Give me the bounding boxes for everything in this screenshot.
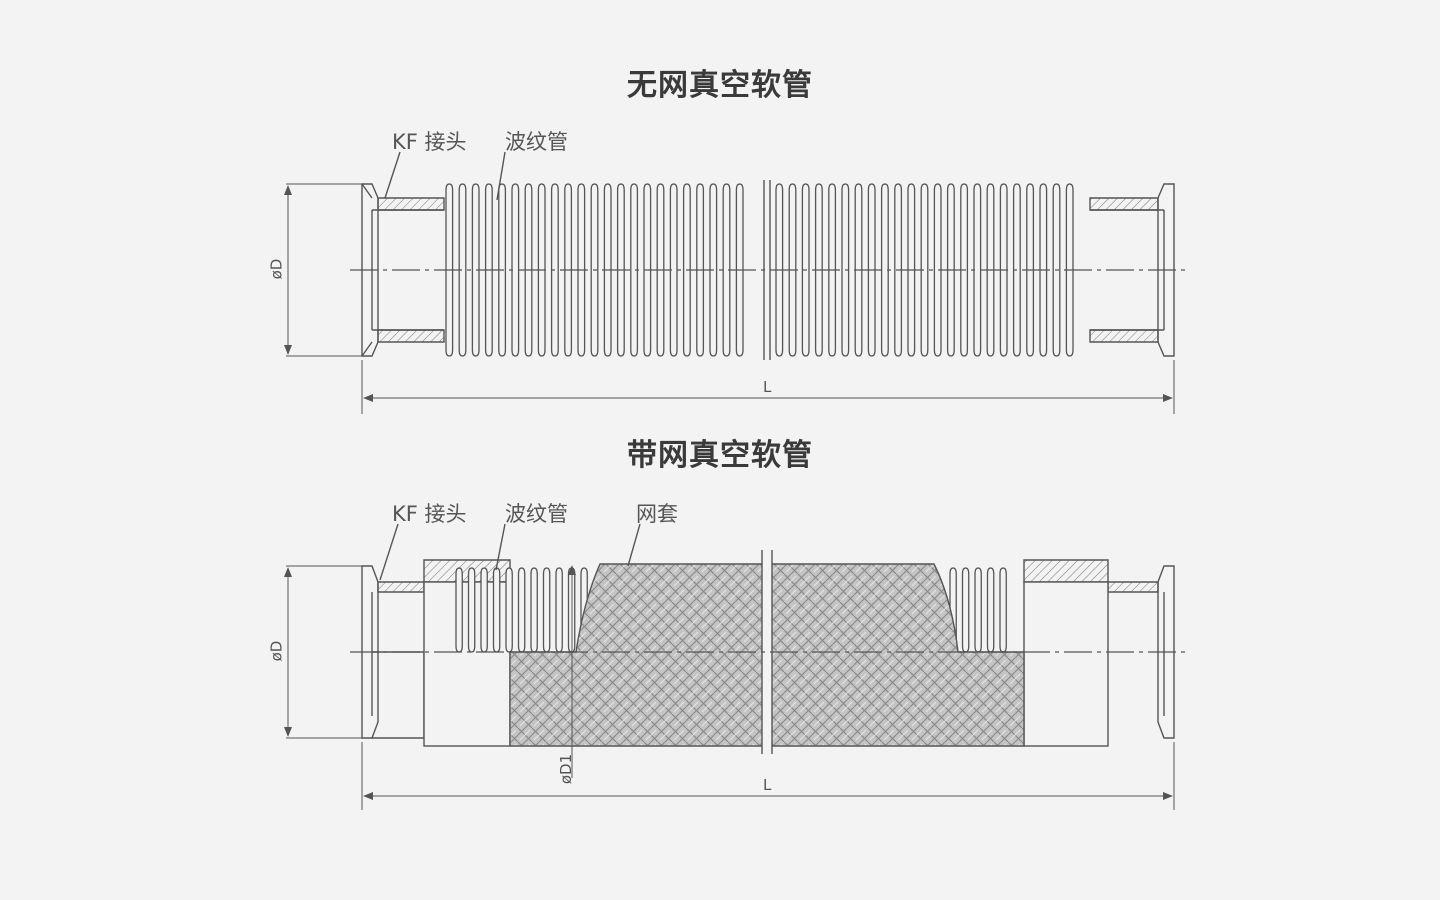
bellows-convolution: [492, 567, 501, 653]
bellows-convolution: [467, 567, 476, 653]
top-title: 无网真空软管: [627, 68, 813, 103]
bottom-bellows-right: [949, 567, 1007, 653]
bottom-label-kf-connector: KF 接头: [392, 502, 467, 526]
top-left-kf-flange: [361, 183, 445, 357]
bellows-convolution: [933, 183, 942, 357]
bottom-title: 带网真空软管: [627, 438, 813, 473]
bellows-convolution: [555, 567, 563, 653]
bellows-convolution: [920, 183, 929, 357]
bellows-convolution: [505, 567, 513, 653]
bellows-convolution: [986, 567, 995, 653]
top-bellows: [445, 183, 1074, 357]
bellows-convolution: [630, 183, 639, 357]
top-dim-diameter: øD: [267, 258, 286, 280]
bellows-convolution: [530, 567, 538, 653]
bellows-convolution: [880, 183, 889, 357]
bellows-convolution: [669, 183, 678, 357]
bellows-convolution: [974, 567, 982, 653]
bottom-dim-diameter: øD: [267, 640, 286, 662]
bottom-label-bellows: 波纹管: [505, 502, 568, 526]
bellows-convolution: [973, 183, 982, 357]
bellows-convolution: [999, 567, 1007, 653]
bellows-convolution: [961, 567, 970, 653]
bellows-convolution: [455, 567, 463, 653]
bellows-convolution: [511, 183, 520, 357]
bellows-convolution: [517, 567, 526, 653]
top-hose-drawing: [284, 151, 1190, 414]
bellows-convolution: [480, 567, 488, 653]
bellows-convolution: [458, 183, 467, 357]
bottom-label-mesh-sleeve: 网套: [636, 502, 678, 526]
bottom-dim-length: L: [763, 776, 772, 794]
bellows-convolution: [542, 567, 551, 653]
bellows-convolution: [471, 183, 480, 357]
bottom-hose-drawing: [284, 523, 1190, 810]
bottom-right-ferrule: [1023, 559, 1109, 747]
bellows-convolution: [722, 183, 731, 357]
top-label-kf-connector: KF 接头: [392, 130, 467, 154]
bottom-dim-inner-diameter: øD1: [557, 753, 576, 785]
top-label-bellows: 波纹管: [505, 130, 568, 154]
top-dim-length: L: [763, 378, 772, 396]
